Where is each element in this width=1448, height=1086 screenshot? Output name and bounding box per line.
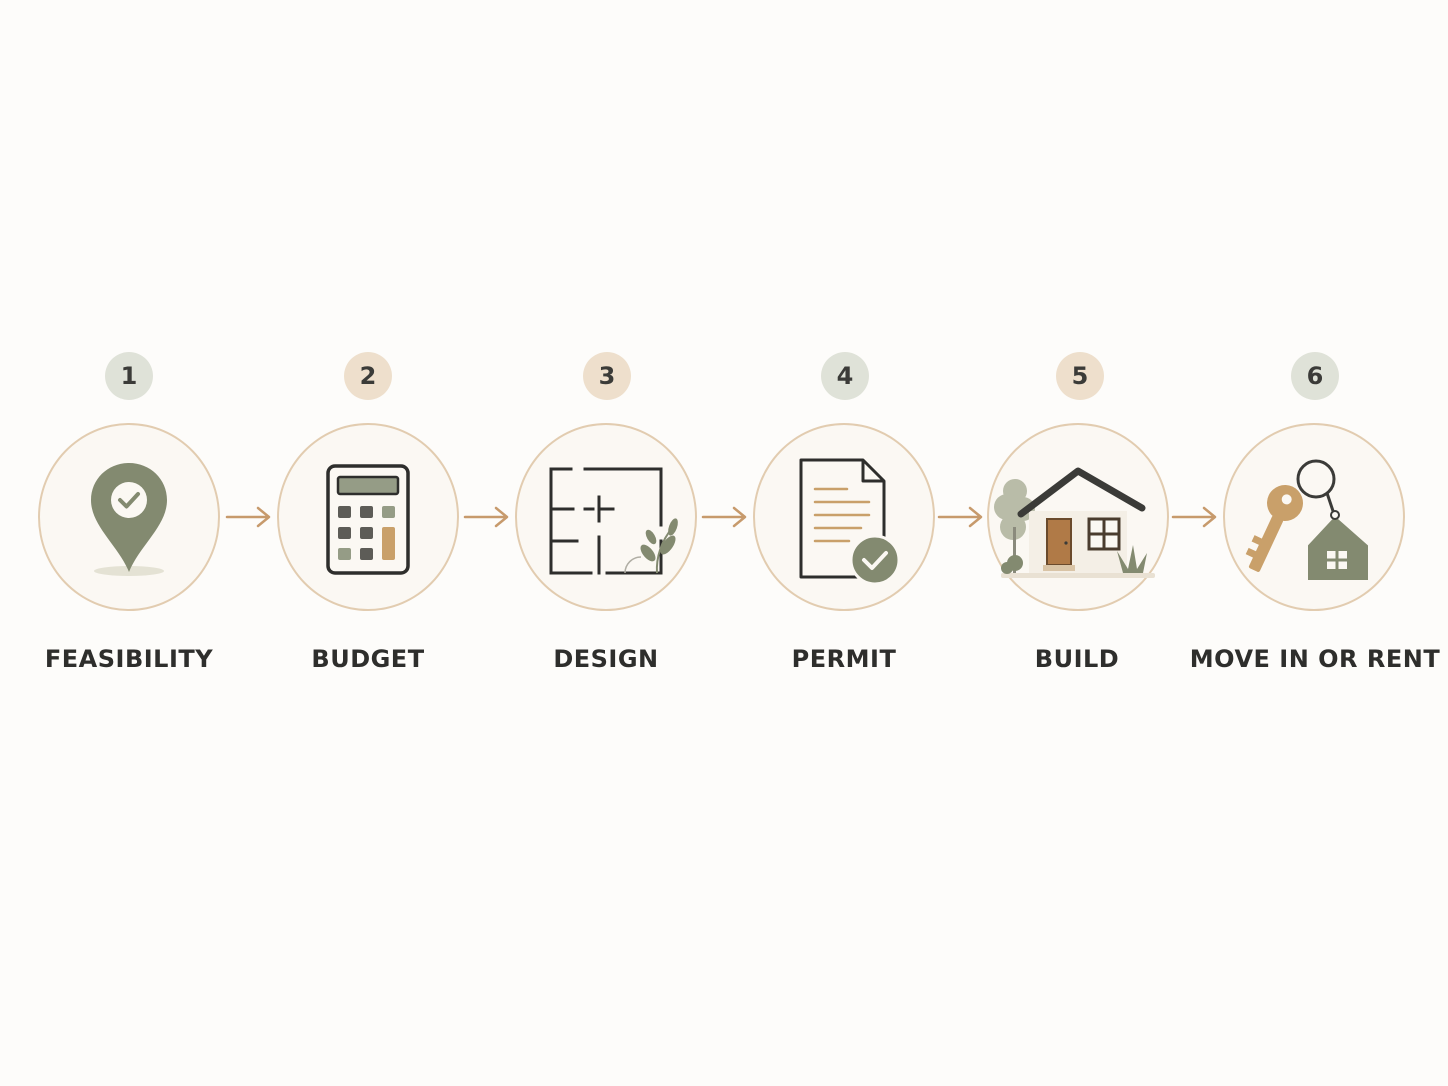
step-number-badge: 3 — [583, 352, 631, 400]
step-number-badge: 4 — [821, 352, 869, 400]
key-house-icon — [1245, 459, 1370, 582]
arrow-right-icon — [225, 506, 271, 528]
arrow-right-icon — [701, 506, 747, 528]
step-number-badge: 5 — [1056, 352, 1104, 400]
arrow-right-icon — [1171, 506, 1217, 528]
step-number-badge: 2 — [344, 352, 392, 400]
floor-plan-icon — [549, 467, 678, 575]
step-label: FEASIBILITY — [44, 645, 214, 673]
step-number-badge: 6 — [1291, 352, 1339, 400]
step-label: MOVE IN OR RENT — [1189, 645, 1441, 673]
step-circle — [515, 423, 697, 611]
map-pin-check-icon — [91, 463, 167, 576]
step-circle — [277, 423, 459, 611]
step-label: PERMIT — [791, 645, 897, 673]
calculator-icon — [326, 464, 410, 575]
arrow-right-icon — [937, 506, 983, 528]
arrow-right-icon — [463, 506, 509, 528]
step-label: BUDGET — [311, 645, 425, 673]
house-icon — [994, 467, 1155, 578]
step-number-badge: 1 — [105, 352, 153, 400]
step-label: BUILD — [1034, 645, 1120, 673]
document-check-icon — [799, 458, 901, 586]
step-label: DESIGN — [553, 645, 659, 673]
